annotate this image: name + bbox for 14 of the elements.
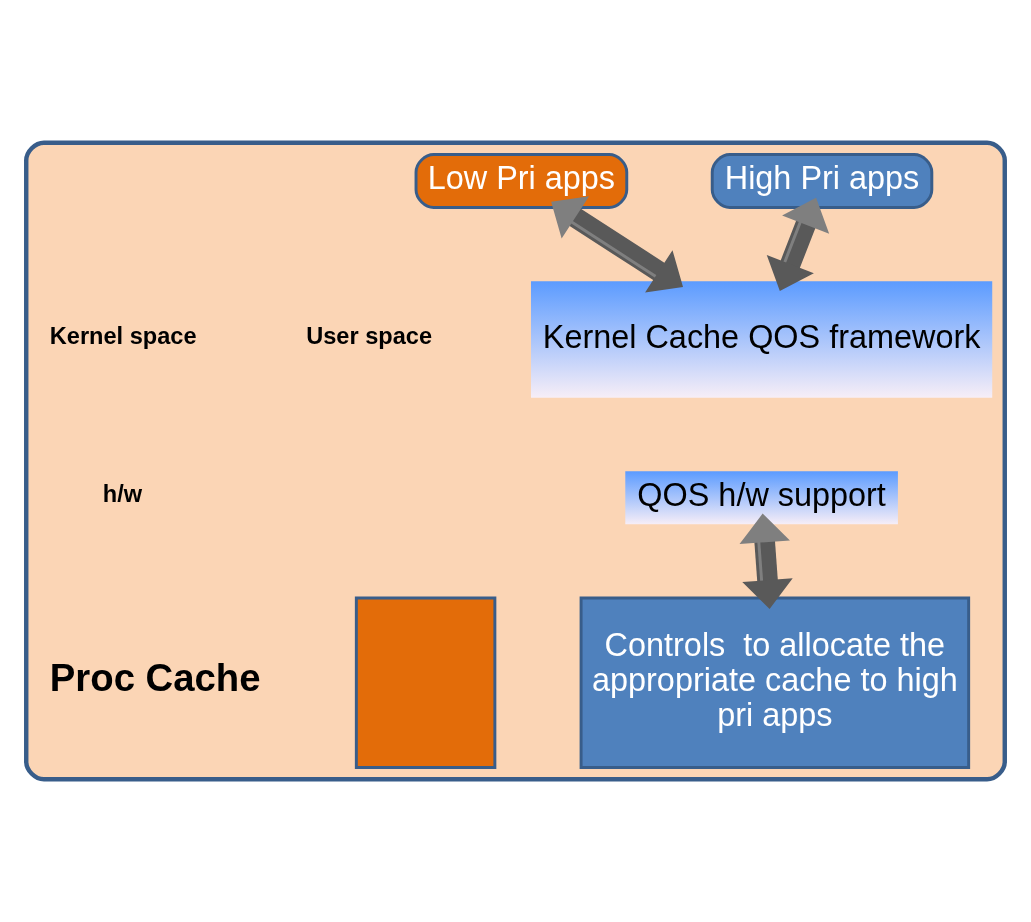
- label: Kernel space: [49, 322, 197, 349]
- label: User space: [306, 322, 432, 349]
- node-box: Low Pri apps: [414, 153, 629, 209]
- node-box: [354, 596, 497, 769]
- label: h/w: [102, 480, 143, 507]
- label: Proc Cache: [49, 655, 261, 699]
- arrow: [766, 197, 830, 291]
- node-box: QOS h/w support: [625, 471, 898, 525]
- node-box: Kernel Cache QOS framework: [530, 281, 993, 398]
- arrow: [739, 513, 793, 609]
- arrow: [551, 196, 684, 293]
- cluster: [24, 140, 1007, 782]
- node-box: High Pri apps: [710, 153, 934, 209]
- node-box: Controls to allocate the appropriate cache to high pri apps: [579, 596, 971, 769]
